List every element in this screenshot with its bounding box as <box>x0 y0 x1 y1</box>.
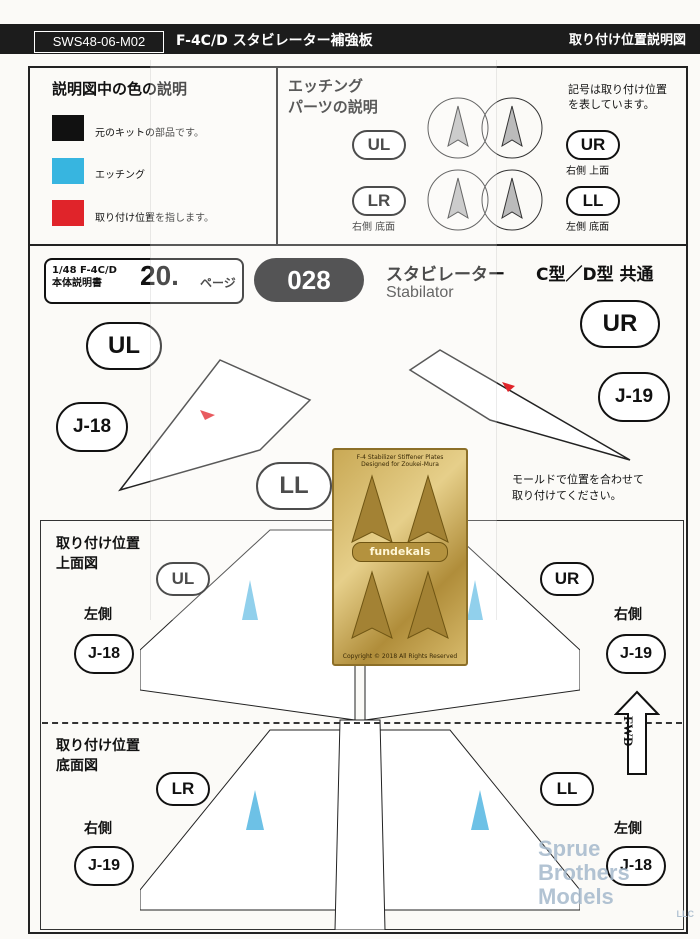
main-frame <box>28 66 688 934</box>
bubble-j19-top: J-19 <box>598 372 670 422</box>
step-ref-box <box>44 258 244 304</box>
fret-line1: F-4 Stabilizer Stiffener Plates <box>356 454 444 461</box>
fret-brand: fundekals <box>352 542 448 562</box>
product-code: SWS48-06-M02 <box>34 31 164 53</box>
bubble-ul-top: UL <box>86 322 162 370</box>
fret-parts <box>351 474 449 639</box>
legend-swatch-blue <box>52 158 84 184</box>
header-title: F-4C/D スタビレーター補強板 <box>176 33 373 49</box>
upper-right-label: 右側 <box>614 607 642 623</box>
ll-sub: 左側 底面 <box>566 222 610 233</box>
lower-right-label: 左側 <box>614 821 642 837</box>
ur-sub: 右側 上面 <box>566 166 610 177</box>
variant-label: C型／D型 共通 <box>536 265 654 285</box>
legend-label-blue: エッチング <box>95 170 145 181</box>
lr-sub: 右側 底面 <box>352 222 396 233</box>
header-bar <box>0 24 700 54</box>
legend-swatch-red <box>52 200 84 226</box>
bubble-ll: LL <box>566 186 620 216</box>
bubble-j18-upper: J-18 <box>74 634 134 674</box>
bubble-ur-top: UR <box>580 300 660 348</box>
upper-title: 取り付け位置上面図 <box>56 536 140 572</box>
lower-title: 取り付け位置底面図 <box>56 738 140 774</box>
legend-label-black: 元のキットの部品です。 <box>95 128 204 139</box>
part-number: 028 <box>254 258 364 302</box>
bubble-ll-top: LL <box>256 462 332 510</box>
part-name-en: Stabilator <box>386 284 454 301</box>
etch-title: エッチングパーツの説明 <box>288 77 378 116</box>
fwd-arrow-icon <box>614 690 660 775</box>
legend-title: 説明図中の色の説明 <box>52 80 188 98</box>
fret-line2: Designed for Zoukei-Mura <box>361 461 439 468</box>
step-page-number: 20. <box>140 260 179 291</box>
part-name-jp: スタビレーター <box>386 265 505 285</box>
stabilator-drawing <box>118 349 631 492</box>
bubble-j18-top: J-18 <box>56 402 128 452</box>
bubble-ur: UR <box>566 130 620 160</box>
mold-note: モールドで位置を合わせて取り付けてください。 <box>512 473 644 502</box>
legend-swatch-black <box>52 115 84 141</box>
upper-left-label: 左側 <box>84 607 112 623</box>
fwd-label: FWD <box>621 716 636 747</box>
etch-parts-drawing <box>427 97 543 231</box>
bubble-j19-lower: J-19 <box>74 846 134 886</box>
photo-etch-fret: F-4 Stabilizer Stiffener Plates Designed… <box>332 448 468 666</box>
bubble-j19-upper: J-19 <box>606 634 666 674</box>
bubble-ul: UL <box>352 130 406 160</box>
header-subtitle: 取り付け位置説明図 <box>568 33 686 48</box>
airframe-drawing <box>140 529 580 930</box>
bubble-ul-upper: UL <box>156 562 210 596</box>
section-divider <box>30 244 686 246</box>
bubble-lr: LR <box>352 186 406 216</box>
bubble-lr-lower: LR <box>156 772 210 806</box>
fret-copyright: Copyright © 2018 All Rights Reserved <box>342 653 458 660</box>
lower-left-label: 右側 <box>84 821 112 837</box>
bubble-ur-upper: UR <box>540 562 594 596</box>
bubble-ll-lower: LL <box>540 772 594 806</box>
section-dash <box>42 722 682 724</box>
divider <box>276 68 278 244</box>
etch-note: 記号は取り付け位置を表しています。 <box>568 83 667 111</box>
step-page-label: ページ <box>200 276 236 290</box>
legend-label-red: 取り付け位置を指します。 <box>95 213 214 224</box>
bubble-j18-lower: J-18 <box>606 846 666 886</box>
